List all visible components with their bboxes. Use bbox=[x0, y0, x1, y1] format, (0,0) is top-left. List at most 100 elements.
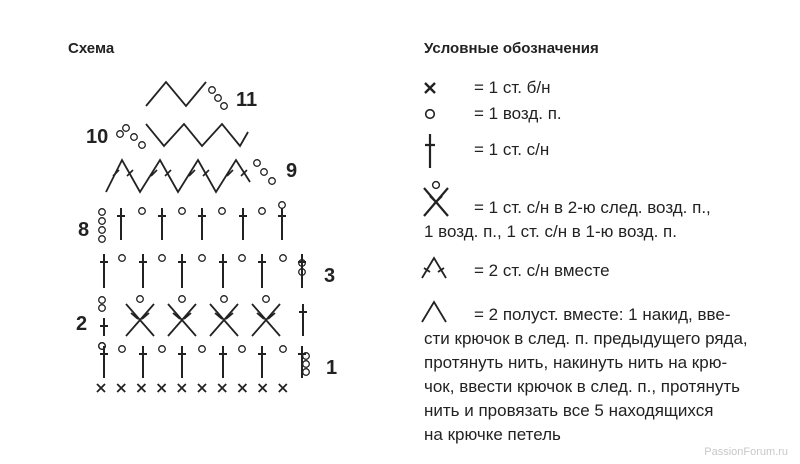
dc-stitch-icon bbox=[178, 346, 186, 378]
dc2tog-symbol-icon bbox=[421, 256, 447, 279]
legend-cross-line2: 1 возд. п., 1 ст. с/н в 1-ю возд. п. bbox=[424, 222, 677, 241]
chain-stitch-icon bbox=[98, 304, 106, 312]
row-label-2: 2 bbox=[76, 313, 87, 335]
dc-stitch-icon bbox=[278, 208, 286, 240]
chain-stitch-icon bbox=[218, 207, 226, 215]
cluster-tick-icon bbox=[240, 169, 248, 177]
cluster-tick-icon bbox=[226, 169, 234, 177]
sc-stitch-icon bbox=[197, 383, 207, 393]
chain-stitch-icon bbox=[178, 207, 186, 215]
ch-symbol-icon bbox=[424, 108, 436, 120]
chain-stitch-icon bbox=[268, 177, 276, 185]
chain-stitch-icon bbox=[260, 168, 268, 176]
row-11-cluster-line bbox=[145, 80, 207, 108]
legend-title: Условные обозначения bbox=[424, 40, 599, 57]
legend-sc-text: = 1 ст. б/н bbox=[474, 78, 551, 97]
legend-puff-line4: чок, ввести крючок в след. п., протянуть bbox=[424, 377, 741, 396]
dc-symbol-icon bbox=[425, 134, 435, 168]
puff-symbol-icon bbox=[421, 300, 447, 323]
watermark: PassionForum.ru bbox=[704, 446, 788, 458]
legend-puff-line6: на крючке петель bbox=[424, 425, 561, 444]
legend-cross-line1: = 1 ст. с/н в 2-ю след. возд. п., bbox=[474, 198, 711, 217]
chain-stitch-icon bbox=[279, 254, 287, 262]
chain-stitch-icon bbox=[118, 345, 126, 353]
chain-stitch-icon bbox=[136, 295, 144, 303]
sc-stitch-icon bbox=[278, 383, 288, 393]
row-label-11: 11 bbox=[236, 89, 257, 111]
crossed-dc-stitch-icon bbox=[251, 303, 281, 337]
row-label-9: 9 bbox=[286, 160, 297, 182]
sc-stitch-icon bbox=[156, 383, 167, 393]
chain-stitch-icon bbox=[130, 133, 138, 141]
legend-puff-line3: протянуть нить, накинуть нить на крю- bbox=[424, 353, 728, 372]
sc-stitch-icon bbox=[116, 383, 126, 393]
chain-stitch-icon bbox=[298, 268, 306, 276]
dc-stitch-icon bbox=[219, 346, 227, 378]
row-label-8: 8 bbox=[78, 219, 89, 241]
scheme-title: Схема bbox=[68, 40, 115, 57]
chain-stitch-icon bbox=[258, 207, 266, 215]
chain-stitch-icon bbox=[116, 130, 124, 138]
chain-stitch-icon bbox=[220, 295, 228, 303]
sc-stitch-icon bbox=[177, 383, 187, 393]
crossed-dc-symbol-icon bbox=[423, 180, 449, 217]
chain-stitch-icon bbox=[98, 296, 106, 304]
cluster-tick-icon bbox=[126, 169, 134, 177]
chain-stitch-icon bbox=[198, 254, 206, 262]
chain-stitch-icon bbox=[302, 368, 310, 376]
dc-stitch-icon bbox=[139, 346, 147, 378]
chain-stitch-icon bbox=[118, 254, 126, 262]
chain-stitch-icon bbox=[158, 345, 166, 353]
legend-dc2tog-text: = 2 ст. с/н вместе bbox=[474, 261, 610, 280]
crossed-dc-stitch-icon bbox=[167, 303, 197, 337]
chain-stitch-icon bbox=[302, 352, 310, 360]
dc-stitch-icon bbox=[139, 254, 147, 288]
chain-stitch-icon bbox=[98, 208, 106, 216]
crossed-dc-stitch-icon bbox=[209, 303, 239, 337]
sc-stitch-icon bbox=[96, 383, 106, 393]
row-label-10: 10 bbox=[86, 126, 108, 148]
chain-stitch-icon bbox=[238, 254, 246, 262]
cluster-tick-icon bbox=[188, 169, 196, 177]
crossed-dc-stitch-icon bbox=[125, 303, 155, 337]
chain-stitch-icon bbox=[158, 254, 166, 262]
row-label-3: 3 bbox=[324, 265, 335, 287]
chain-stitch-icon bbox=[122, 124, 130, 132]
dc-stitch-icon bbox=[258, 254, 266, 288]
chain-stitch-icon bbox=[138, 141, 146, 149]
cluster-tick-icon bbox=[150, 169, 158, 177]
sc-symbol-icon bbox=[424, 82, 436, 94]
chain-stitch-icon bbox=[178, 295, 186, 303]
chain-stitch-icon bbox=[98, 342, 106, 350]
dc-stitch-icon bbox=[198, 208, 206, 240]
cluster-tick-icon bbox=[202, 169, 210, 177]
chain-stitch-icon bbox=[138, 207, 146, 215]
dc-stitch-icon bbox=[100, 318, 108, 336]
chain-stitch-icon bbox=[298, 259, 306, 267]
chain-stitch-icon bbox=[98, 235, 106, 243]
chain-stitch-icon bbox=[198, 345, 206, 353]
chain-stitch-icon bbox=[238, 345, 246, 353]
chain-stitch-icon bbox=[98, 226, 106, 234]
dc-stitch-icon bbox=[158, 208, 166, 240]
dc-stitch-icon bbox=[117, 208, 125, 240]
legend-puff-line1: = 2 полуст. вместе: 1 накид, вве- bbox=[474, 305, 731, 324]
chain-stitch-icon bbox=[220, 102, 228, 110]
legend-puff-line5: нить и провязать все 5 находящихся bbox=[424, 401, 714, 420]
dc-stitch-icon bbox=[219, 254, 227, 288]
legend-dc-text: = 1 ст. с/н bbox=[474, 140, 550, 159]
chain-stitch-icon bbox=[214, 94, 222, 102]
dc-stitch-icon bbox=[298, 346, 306, 378]
dc-stitch-icon bbox=[100, 254, 108, 288]
chain-stitch-icon bbox=[98, 217, 106, 225]
row-10-cluster-line bbox=[145, 122, 249, 148]
legend-ch-text: = 1 возд. п. bbox=[474, 104, 562, 123]
dc-stitch-icon bbox=[299, 304, 307, 336]
chain-stitch-icon bbox=[208, 86, 216, 94]
chain-stitch-icon bbox=[253, 159, 261, 167]
chain-stitch-icon bbox=[262, 295, 270, 303]
sc-stitch-icon bbox=[217, 383, 227, 393]
sc-stitch-icon bbox=[237, 383, 248, 393]
sc-stitch-icon bbox=[136, 383, 147, 393]
